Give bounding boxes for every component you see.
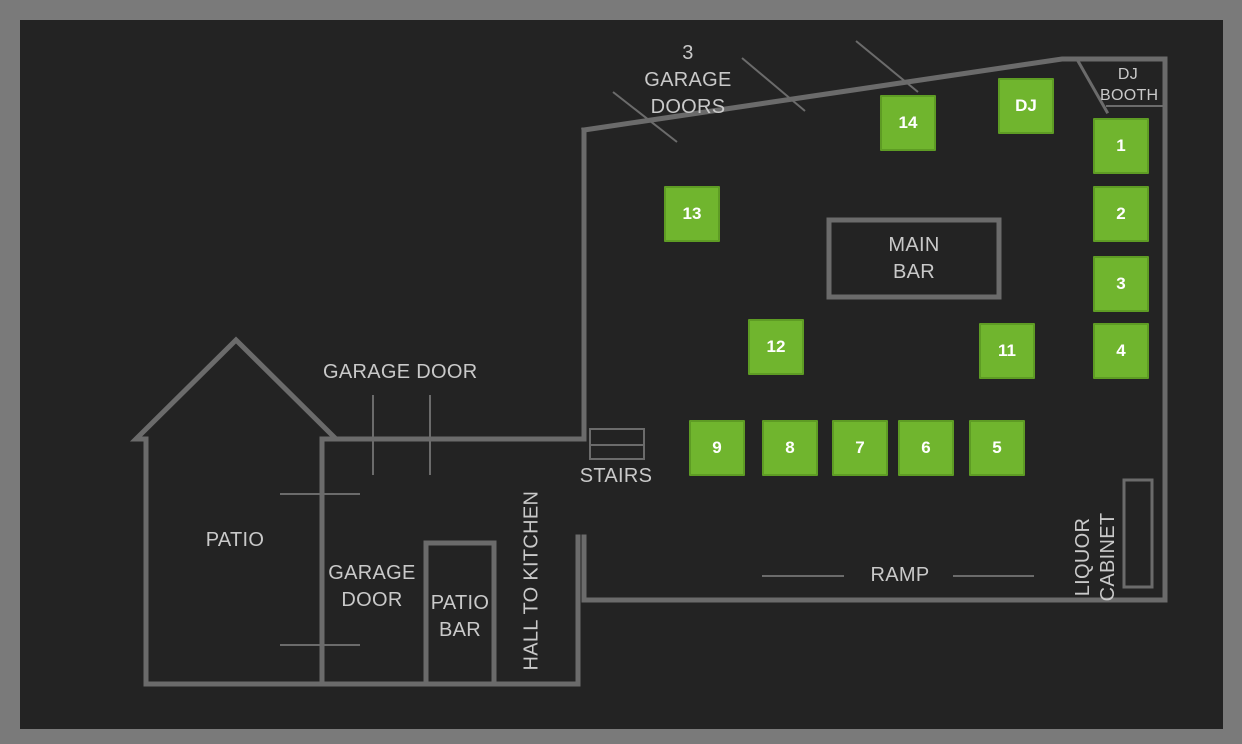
main-bar-label: MAIN BAR [888, 234, 940, 283]
garage-doors-label: 3 GARAGE DOORS [644, 42, 732, 118]
table-3[interactable]: 3 [1093, 256, 1149, 312]
table-1[interactable]: 1 [1093, 118, 1149, 174]
garage-door-left-label: GARAGE DOOR [328, 562, 416, 611]
patio-label: PATIO [205, 529, 265, 551]
floor-plan-walls [129, 40, 1168, 687]
stairs-outline [589, 428, 645, 446]
hall-to-kitchen-label: HALL TO KITCHEN [520, 490, 543, 671]
table-9[interactable]: 9 [689, 420, 745, 476]
dj-booth-label: DJ BOOTH [1100, 66, 1159, 104]
stairs-label: STAIRS [579, 465, 653, 487]
table-13[interactable]: 13 [664, 186, 720, 242]
patio-bar-outline [423, 540, 497, 687]
liquor-cabinet-label: LIQUOR CABINET [1072, 512, 1119, 602]
table-12[interactable]: 12 [748, 319, 804, 375]
table-14[interactable]: 14 [880, 95, 936, 151]
table-6[interactable]: 6 [898, 420, 954, 476]
patio-bar-label: PATIO BAR [430, 592, 490, 641]
ramp-label: RAMP [870, 564, 930, 586]
stairs-outline-lower [589, 444, 645, 460]
table-2[interactable]: 2 [1093, 186, 1149, 242]
garage-door-marker [612, 91, 678, 143]
garage-door-marker [855, 40, 919, 93]
floor-plan: 3 GARAGE DOORS DJ BOOTH MAIN BAR GARAGE … [20, 20, 1223, 729]
table-4[interactable]: 4 [1093, 323, 1149, 379]
patio-wall [129, 336, 343, 687]
table-11[interactable]: 11 [979, 323, 1035, 379]
garage-door-marker [741, 57, 806, 112]
table-5[interactable]: 5 [969, 420, 1025, 476]
main-bar-outline [826, 217, 1002, 300]
garage-door-label: GARAGE DOOR [323, 361, 478, 383]
table-8[interactable]: 8 [762, 420, 818, 476]
dj-booth-wall [1075, 58, 1110, 115]
main-room-wall [581, 56, 1168, 603]
table-7[interactable]: 7 [832, 420, 888, 476]
table-dj[interactable]: DJ [998, 78, 1054, 134]
liquor-cabinet-outline [1122, 478, 1154, 589]
